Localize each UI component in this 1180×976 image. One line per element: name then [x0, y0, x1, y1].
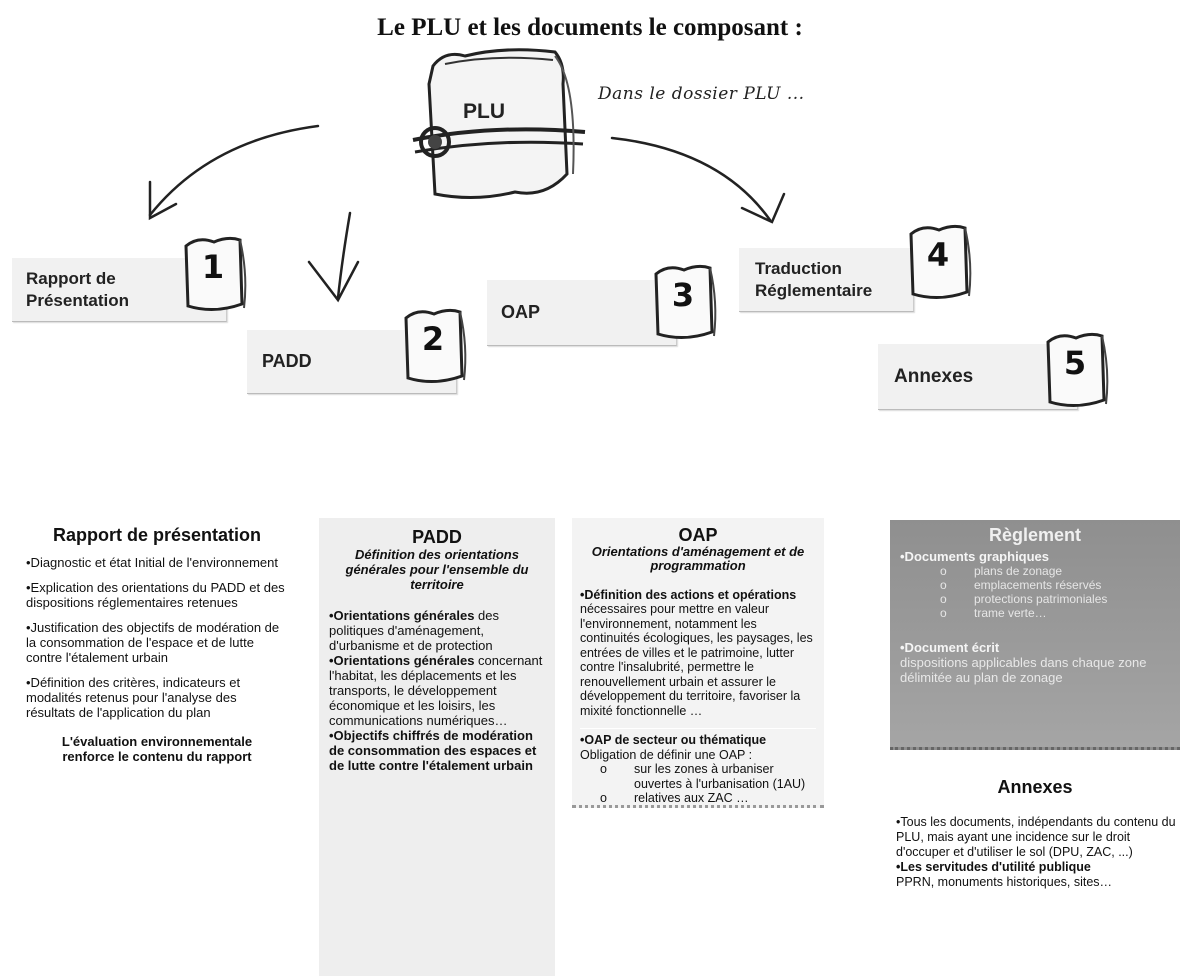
book-icon	[1046, 332, 1109, 407]
oap-para-1: •Définition des actions et opérations né…	[580, 588, 816, 719]
arrow-to-padd	[336, 211, 352, 300]
oap-para-2: •OAP de secteur ou thématique Obligation…	[580, 728, 816, 806]
arrow-to-rapport	[148, 124, 320, 217]
step-annexes-label: Annexes	[878, 344, 1078, 410]
subtitle: Dans le dossier PLU ...	[598, 84, 805, 104]
padd-p2-bold: •Orientations générales	[329, 653, 475, 668]
book-icon	[909, 224, 972, 299]
reglement-ecrit-text: dispositions applicables dans chaque zon…	[900, 655, 1147, 685]
step-traduction-line2: Réglementaire	[755, 280, 873, 300]
rapport-item-1: •Diagnostic et état Initial de l'environ…	[26, 555, 279, 570]
padd-column: PADD Définition des orientations général…	[319, 518, 555, 976]
reglement-heading: Règlement	[988, 525, 1082, 545]
book-5: 5	[1040, 330, 1110, 410]
book-number-3: 3	[671, 276, 695, 314]
book-icon	[184, 236, 247, 311]
oap-p2-bold: •OAP de secteur ou thématique	[580, 733, 767, 747]
oap-list-item-2: relatives aux ZAC …	[600, 791, 816, 806]
reglement-box: Règlement •Documents graphiques plans de…	[890, 520, 1180, 750]
arrow-to-traduction	[610, 136, 772, 222]
annexes-p2-text: PPRN, monuments historiques, sites…	[896, 875, 1113, 889]
step-traduction-line1: Traduction	[755, 258, 842, 278]
book-number-4: 4	[926, 236, 950, 274]
oap-subheading: Orientations d'aménagement et de program…	[591, 543, 805, 573]
padd-subheading: Définition des orientations générales po…	[345, 547, 529, 592]
padd-heading: PADD	[412, 527, 462, 547]
folder-icon	[412, 48, 586, 200]
padd-p1-text: des politiques d'aménagement, d'urbanism…	[329, 608, 500, 653]
book-icon	[654, 264, 717, 339]
reglement-graph-item-4: trame verte…	[940, 606, 1170, 620]
book-2: 2	[398, 306, 468, 386]
rapport-column: Rapport de présentation •Diagnostic et é…	[26, 525, 288, 774]
page-title: Le PLU et les documents le composant :	[377, 14, 803, 41]
reglement-graph-item-1: plans de zonage	[940, 564, 1170, 578]
book-number-5: 5	[1063, 344, 1087, 382]
padd-para-2: •Orientations générales concernant l'hab…	[329, 653, 545, 728]
reglement-graph-list: plans de zonage emplacements réservés pr…	[940, 564, 1170, 620]
book-3: 3	[648, 262, 718, 342]
padd-p2-text: concernant l'habitat, les déplacements e…	[329, 653, 543, 728]
annexes-column: Annexes •Tous les documents, indépendant…	[890, 777, 1180, 890]
oap-list-item-1: sur les zones à urbaniser ouvertes à l'u…	[600, 762, 816, 791]
book-4: 4	[903, 222, 973, 302]
rapport-item-4: •Définition des critères, indicateurs et…	[26, 675, 241, 720]
book-number-1: 1	[201, 248, 225, 286]
reglement-ecrit-label: •Document écrit	[900, 640, 1000, 655]
oap-list: sur les zones à urbaniser ouvertes à l'u…	[600, 762, 816, 806]
oap-p2-text: Obligation de définir une OAP :	[580, 747, 753, 762]
annexes-heading: Annexes	[997, 777, 1073, 797]
arrow-head-rapport	[148, 180, 178, 221]
step-annexes-text: Annexes	[894, 365, 974, 387]
oap-column: OAP Orientations d'aménagement et de pro…	[572, 518, 824, 808]
step-oap-label: OAP	[487, 280, 677, 346]
flow-arrows	[148, 124, 786, 303]
reglement-graph-label: •Documents graphiques	[900, 549, 1050, 564]
padd-p1-bold: •Orientations générales	[329, 608, 475, 623]
oap-p1-text: nécessaires pour mettre en valeur l'envi…	[580, 602, 813, 718]
step-rapport-line2: Présentation	[26, 290, 129, 310]
annexes-p1: •Tous les documents, indépendants du con…	[896, 815, 1176, 859]
annexes-p2-bold: •Les servitudes d'utilité publique	[896, 860, 1091, 874]
arrow-head-padd	[307, 260, 360, 303]
padd-para-1: •Orientations générales des politiques d…	[329, 608, 545, 653]
rapport-heading: Rapport de présentation	[52, 525, 262, 545]
reglement-graph-item-3: protections patrimoniales	[940, 592, 1170, 606]
plu-dossier: PLU	[405, 44, 590, 202]
reglement-graph-item-2: emplacements réservés	[940, 578, 1170, 592]
dossier-label: PLU	[463, 100, 505, 123]
step-padd-text: PADD	[262, 351, 312, 371]
book-1: 1	[178, 234, 248, 314]
oap-heading: OAP	[678, 525, 718, 545]
step-oap-text: OAP	[501, 302, 541, 322]
book-number-2: 2	[421, 320, 445, 358]
book-icon	[404, 308, 467, 383]
rapport-item-3: •Justification des objectifs de modérati…	[26, 620, 280, 665]
arrow-head-traduction	[740, 192, 786, 224]
rapport-footer: L'évaluation environnementale renforce l…	[61, 734, 253, 764]
step-rapport-line1: Rapport de	[26, 268, 116, 288]
rapport-item-2: •Explication des orientations du PADD et…	[26, 580, 285, 610]
oap-p1-bold: •Définition des actions et opérations	[580, 587, 797, 602]
annexes-body: •Tous les documents, indépendants du con…	[890, 815, 1180, 890]
padd-p3: •Objectifs chiffrés de modération de con…	[329, 728, 537, 773]
